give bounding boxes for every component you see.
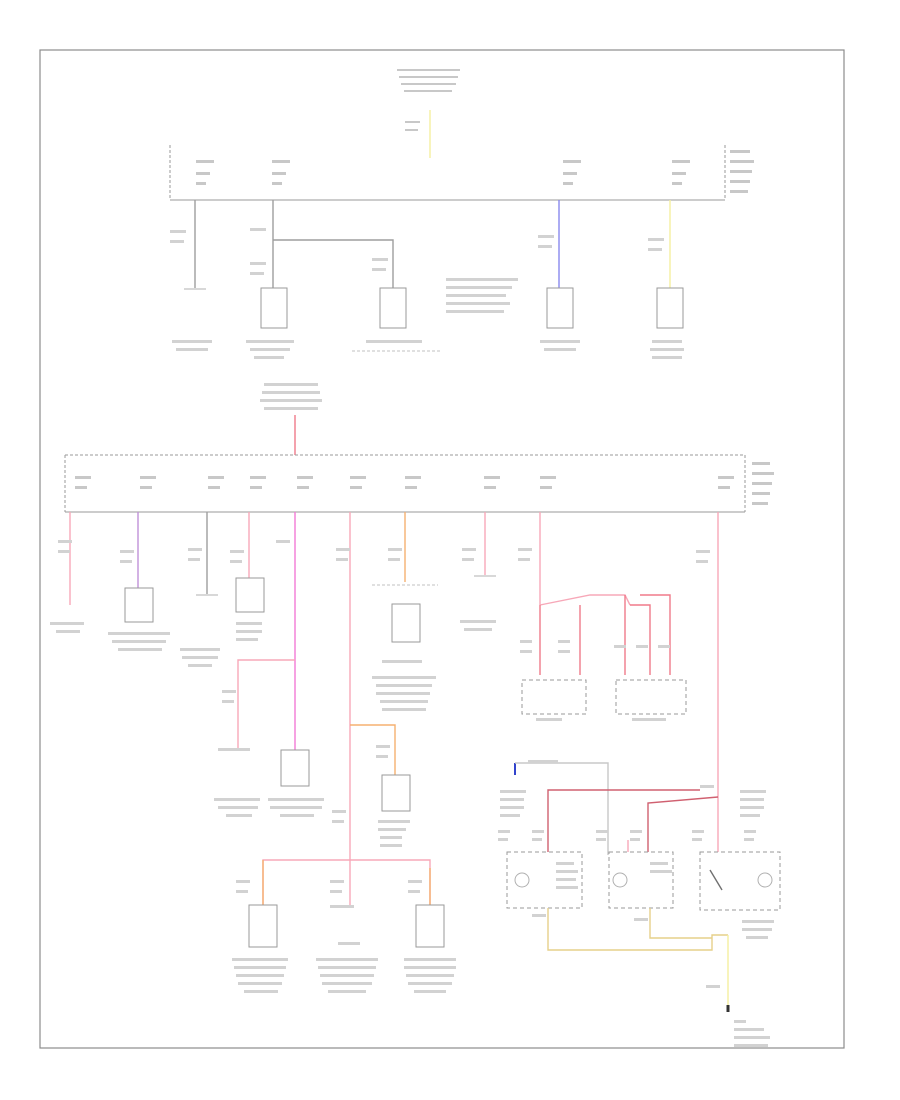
component-box: [656, 287, 684, 329]
wire-pink-branch: [237, 659, 295, 750]
wire-dark-red-1: [547, 789, 700, 855]
switch-icon: [699, 851, 781, 911]
component-box: [248, 904, 278, 948]
lamp-icon: [612, 872, 628, 888]
relay-icon: [615, 679, 687, 715]
component-box: [415, 904, 445, 948]
component-box: [391, 603, 421, 643]
power-source-label-mid: [260, 383, 322, 410]
wire-dark-red-2: [647, 796, 719, 855]
fuse-icon: [75, 462, 774, 505]
faint-label-marks: [50, 540, 774, 1047]
wire-gray-2-branch: [273, 239, 394, 288]
lower-fuse-panel: [50, 383, 781, 1047]
upper-fuse-panel: [169, 69, 754, 359]
lamp-icon: [514, 872, 530, 888]
component-box: [280, 749, 310, 787]
lamp-icon: [608, 851, 674, 909]
wire-orange-branch: [350, 724, 396, 775]
wire-gray-switch: [515, 762, 609, 855]
wire-khaki-return-2: [649, 908, 712, 939]
component-box: [546, 287, 574, 329]
wire-red-relay-e: [640, 594, 671, 675]
component-box: [235, 577, 265, 613]
component-box: [260, 287, 288, 329]
wire-red-relay-d: [630, 604, 651, 675]
diagram-frame: [39, 49, 845, 1049]
lamp-icon: [757, 872, 773, 888]
relay-icon: [521, 679, 587, 715]
component-box: [124, 587, 154, 623]
switch-icon: [709, 869, 723, 891]
component-box: [381, 774, 411, 812]
faint-label-marks: [170, 228, 684, 359]
component-box: [379, 287, 407, 329]
fuse-icon: [196, 150, 754, 193]
wire-khaki-return: [547, 908, 728, 951]
wire-pink-relay-bus: [539, 594, 631, 606]
power-source-label-top: [397, 69, 460, 92]
